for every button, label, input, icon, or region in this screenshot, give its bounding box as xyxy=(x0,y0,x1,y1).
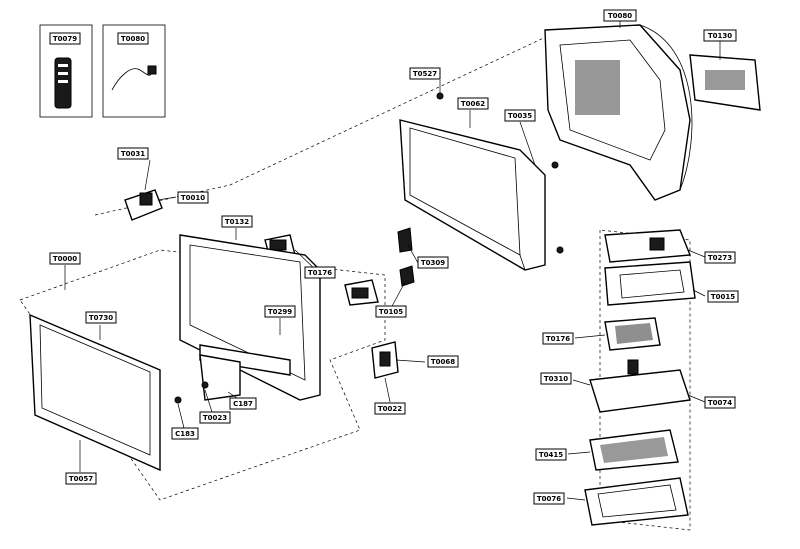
label-stand-screw-text: T0057 xyxy=(69,475,93,483)
label-clip-a-text: T0309 xyxy=(421,259,445,267)
chassis-top xyxy=(604,229,691,263)
label-board-c: T0074 xyxy=(704,396,736,409)
rear-frame xyxy=(179,234,321,401)
chassis-shield xyxy=(604,261,696,306)
label-clip-a: T0309 xyxy=(417,256,449,269)
stand-screw-a xyxy=(174,396,182,404)
rear-cover xyxy=(544,24,693,201)
speaker-assembly-outline xyxy=(94,34,641,216)
front-bezel xyxy=(29,313,161,472)
label-remote-text: T0079 xyxy=(53,35,77,43)
label-rear-cover: T0080 xyxy=(603,9,637,22)
chassis-base xyxy=(584,477,689,526)
label-bracket-small-text: T0299 xyxy=(268,308,292,316)
label-board-d-text: T0415 xyxy=(539,451,563,459)
board-a xyxy=(604,317,661,351)
label-board-b-text: T0310 xyxy=(544,375,568,383)
label-remote: T0079 xyxy=(49,32,81,45)
label-stand-screw-b: T0023 xyxy=(199,411,231,424)
label-stand-screw-a: C183 xyxy=(171,427,199,440)
label-board-top-right-text: T0130 xyxy=(708,32,732,40)
label-stand-screw-a-text: C183 xyxy=(175,430,195,438)
label-chassis-base: T0076 xyxy=(533,492,565,505)
label-speaker-left: T0031 xyxy=(117,147,149,160)
label-board-a: T0176 xyxy=(542,332,574,345)
accessory-remote-box xyxy=(39,24,93,118)
label-speaker-bar: T0176 xyxy=(304,266,336,279)
label-small-board: T0068 xyxy=(427,355,459,368)
label-lcd-panel-text: T0062 xyxy=(461,100,485,108)
label-stand-text: C187 xyxy=(233,400,253,408)
label-board-d: T0415 xyxy=(535,448,567,461)
label-speaker-left-text: T0031 xyxy=(121,150,145,158)
clip-b xyxy=(399,265,415,287)
label-front-group-text: T0000 xyxy=(53,255,77,263)
label-board-b: T0310 xyxy=(540,372,572,385)
board-b xyxy=(589,359,691,413)
label-chassis-base-text: T0076 xyxy=(537,495,561,503)
label-frame-text: T0132 xyxy=(225,218,249,226)
label-board-c-text: T0074 xyxy=(708,399,732,407)
label-screw-top-text: T0527 xyxy=(413,70,437,78)
panel-screw-bottom xyxy=(556,246,564,254)
label-chassis-shield: T0015 xyxy=(707,290,739,303)
accessory-cord-box xyxy=(102,24,166,118)
right-chassis-outline xyxy=(599,229,691,531)
label-small-board-part-text: T0022 xyxy=(378,405,402,413)
label-screw-top: T0527 xyxy=(409,67,441,80)
label-small-board-text: T0068 xyxy=(431,358,455,366)
label-lcd-panel: T0062 xyxy=(457,97,489,110)
label-board-a-text: T0176 xyxy=(546,335,570,343)
label-speaker-left-part-text: T0010 xyxy=(181,194,205,202)
label-clip-b-text: T0105 xyxy=(379,308,403,316)
label-bezel-text: T0730 xyxy=(89,314,113,322)
speaker-bar-right xyxy=(344,279,379,306)
label-stand-screw-b-text: T0023 xyxy=(203,414,227,422)
speaker-left xyxy=(124,189,163,221)
lcd-panel xyxy=(399,119,546,271)
label-chassis-shield-text: T0015 xyxy=(711,293,735,301)
label-stand: C187 xyxy=(229,397,257,410)
label-panel-bracket-text: T0035 xyxy=(508,112,532,120)
label-clip-b: T0105 xyxy=(375,305,407,318)
label-bezel: T0730 xyxy=(85,311,117,324)
top-right-board xyxy=(689,54,761,111)
label-power-cord-text: T0080 xyxy=(121,35,145,43)
label-stand-screw: T0057 xyxy=(65,472,97,485)
label-panel-bracket: T0035 xyxy=(504,109,536,122)
label-rear-cover-text: T0080 xyxy=(608,12,632,20)
label-chassis-top: T0273 xyxy=(704,251,736,264)
label-power-cord: T0080 xyxy=(117,32,149,45)
screw-top xyxy=(436,92,444,100)
stand-screw-b xyxy=(201,381,209,389)
label-bracket-small: T0299 xyxy=(264,305,296,318)
small-board xyxy=(371,341,399,379)
label-frame: T0132 xyxy=(221,215,253,228)
board-d xyxy=(589,429,679,471)
label-chassis-top-text: T0273 xyxy=(708,254,732,262)
label-speaker-left-part: T0010 xyxy=(177,191,209,204)
label-front-group: T0000 xyxy=(49,252,81,265)
panel-screw-right xyxy=(551,161,559,169)
label-speaker-bar-text: T0176 xyxy=(308,269,332,277)
label-board-top-right: T0130 xyxy=(703,29,737,42)
label-small-board-part: T0022 xyxy=(374,402,406,415)
